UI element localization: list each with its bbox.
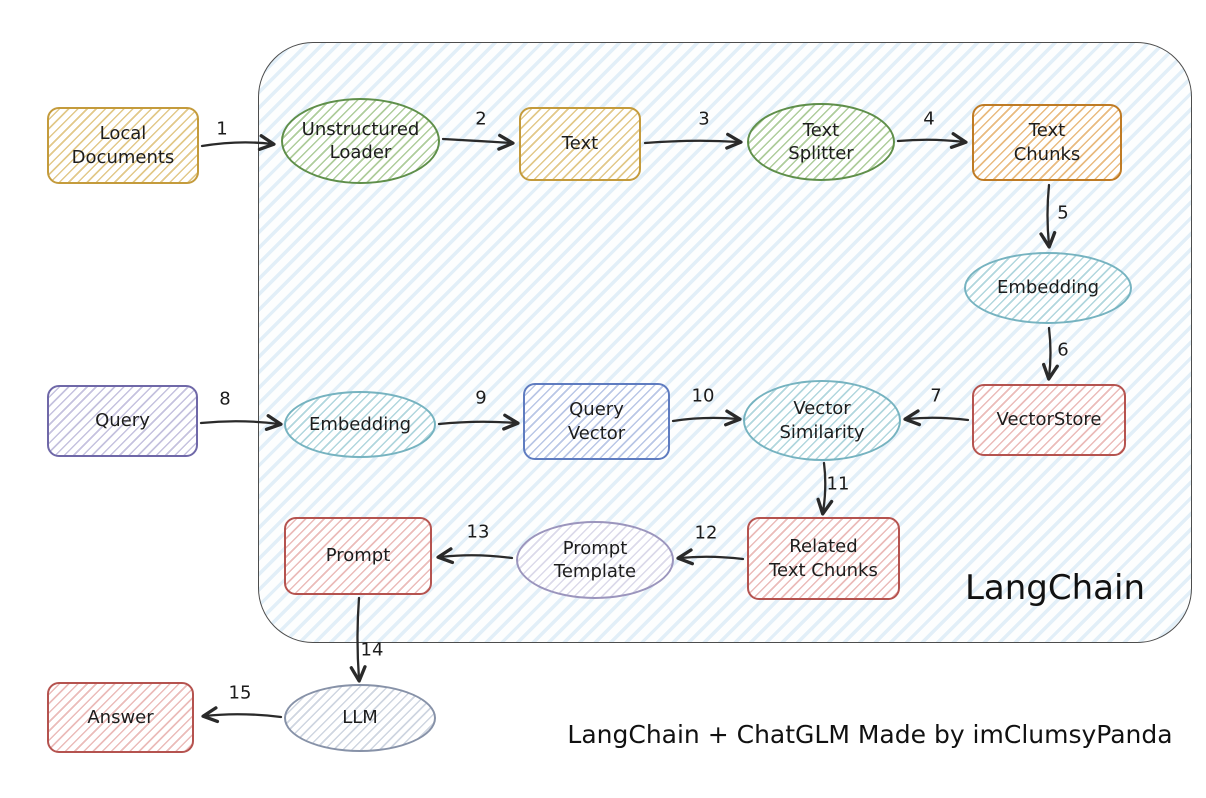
node-vectorstore-label: VectorStore — [996, 409, 1102, 431]
edge-label-12: 12 — [694, 522, 718, 544]
arrow-7 — [903, 409, 970, 427]
node-text-label: Text — [561, 133, 599, 155]
node-answer-label: Answer — [87, 706, 154, 728]
arrow-15 — [201, 706, 283, 724]
node-query-vector: Query Vector — [523, 383, 670, 460]
arrow-3 — [643, 132, 743, 150]
edge-label-7: 7 — [930, 385, 942, 407]
edge-label-2: 2 — [475, 108, 487, 130]
edge-label-5: 5 — [1057, 202, 1069, 224]
node-embedding-query-label: Embedding — [308, 413, 412, 435]
arrow-13 — [436, 547, 514, 565]
arrow-2 — [441, 133, 515, 151]
node-query-label: Query — [95, 410, 150, 432]
node-text-chunks-label: Text Chunks — [1013, 120, 1081, 165]
node-prompt: Prompt — [284, 517, 432, 595]
node-unstructured-loader-label: Unstructured Loader — [301, 118, 420, 163]
node-answer: Answer — [47, 682, 194, 753]
node-related-text-chunks: Related Text Chunks — [747, 517, 900, 600]
arrow-1 — [200, 134, 276, 151]
arrow-8 — [199, 414, 283, 431]
edge-label-10: 10 — [691, 385, 715, 407]
node-query-vector-label: Query Vector — [567, 399, 626, 444]
node-embedding-docs-label: Embedding — [996, 277, 1100, 299]
arrow-4 — [896, 132, 968, 149]
node-text: Text — [519, 107, 641, 181]
arrow-5 — [1039, 183, 1057, 249]
edge-label-6: 6 — [1057, 339, 1069, 361]
node-local-documents: Local Documents — [47, 107, 199, 184]
arrow-14 — [349, 596, 367, 683]
edge-label-8: 8 — [219, 388, 231, 410]
edge-label-1: 1 — [216, 118, 228, 140]
edge-label-11: 11 — [826, 473, 850, 495]
node-related-text-chunks-label: Related Text Chunks — [769, 536, 878, 581]
node-vectorstore: VectorStore — [972, 384, 1126, 456]
arrow-12 — [676, 548, 745, 566]
node-unstructured-loader: Unstructured Loader — [281, 98, 440, 184]
arrow-9 — [437, 413, 520, 431]
arrow-11 — [816, 461, 834, 516]
diagram-caption: LangChain + ChatGLM Made by imClumsyPand… — [567, 720, 1173, 749]
edge-label-14: 14 — [360, 639, 384, 661]
edge-label-15: 15 — [228, 682, 252, 704]
node-query: Query — [47, 385, 198, 457]
node-vector-similarity-label: Vector Similarity — [779, 398, 865, 443]
edge-label-4: 4 — [923, 108, 935, 130]
node-text-splitter-label: Text Splitter — [788, 119, 854, 164]
node-text-chunks: Text Chunks — [972, 104, 1122, 181]
node-llm-label: LLM — [342, 707, 378, 729]
arrow-10 — [671, 409, 742, 427]
edge-label-13: 13 — [466, 521, 490, 543]
node-prompt-template-label: Prompt Template — [553, 537, 637, 582]
edge-label-3: 3 — [698, 108, 710, 130]
node-prompt-template: Prompt Template — [516, 521, 674, 599]
node-embedding-docs: Embedding — [964, 252, 1132, 324]
node-embedding-query: Embedding — [284, 391, 436, 458]
node-prompt-label: Prompt — [325, 545, 391, 567]
edge-label-9: 9 — [475, 387, 487, 409]
node-local-documents-label: Local Documents — [71, 123, 175, 168]
langchain-container-label: LangChain — [964, 568, 1145, 608]
node-vector-similarity: Vector Similarity — [743, 380, 901, 461]
node-text-splitter: Text Splitter — [747, 103, 895, 181]
arrow-6 — [1042, 326, 1059, 381]
node-llm: LLM — [284, 684, 436, 752]
